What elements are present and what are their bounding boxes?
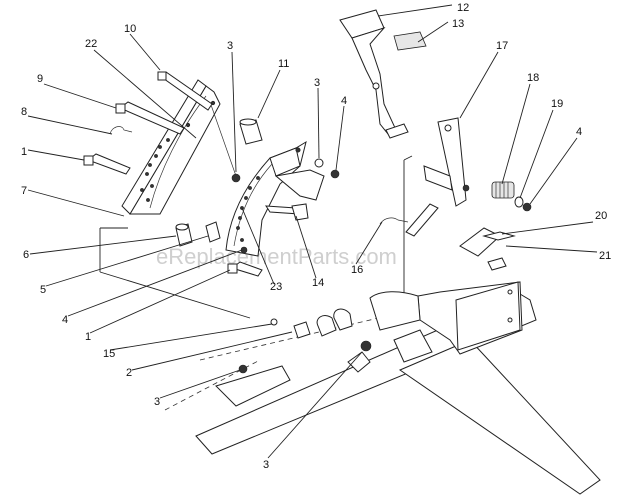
- callout-4: 4: [62, 314, 68, 326]
- callout-11: 11: [278, 58, 289, 70]
- bolts: [83, 71, 263, 277]
- callout-13: 13: [452, 18, 464, 30]
- callout-1: 1: [21, 146, 27, 158]
- callout-14: 14: [312, 277, 324, 289]
- callout-7: 7: [21, 185, 27, 197]
- spacer-6: [175, 223, 193, 247]
- callout-2: 2: [126, 367, 132, 379]
- callout-10: 10: [124, 23, 136, 35]
- callout-17: 17: [496, 40, 508, 52]
- callout-18: 18: [527, 72, 539, 84]
- callout-3: 3: [314, 77, 320, 89]
- callout-labels: 12 13 10 22 3 17 11 9 18 3 4 19 8 4 1 7 …: [21, 2, 611, 471]
- callout-19: 19: [551, 98, 563, 110]
- watermark-text: eReplacementParts.com: [156, 244, 397, 269]
- callout-21: 21: [599, 250, 611, 262]
- callout-1: 1: [85, 331, 91, 343]
- leader-lines: [27, 4, 598, 459]
- center-quadrant-plate: [225, 140, 325, 257]
- bushing-5: [205, 221, 221, 243]
- spring-18: [491, 181, 515, 199]
- callout-22: 22: [85, 38, 97, 50]
- callout-15: 15: [103, 348, 115, 360]
- callout-4: 4: [341, 95, 347, 107]
- main-shaft-assembly: [195, 281, 601, 495]
- link-16: [379, 203, 439, 237]
- callout-4: 4: [576, 126, 582, 138]
- callout-8: 8: [21, 106, 27, 118]
- pedal-arm: [339, 9, 427, 139]
- spacer-11: [239, 118, 263, 145]
- cotter-pin-8: [109, 126, 133, 135]
- callout-3: 3: [263, 459, 269, 471]
- bracket-20: [459, 227, 516, 271]
- callout-20: 20: [595, 210, 607, 222]
- callout-3: 3: [154, 396, 160, 408]
- washer-19: [514, 196, 524, 208]
- lever-17: [423, 117, 470, 207]
- callout-16: 16: [351, 264, 363, 276]
- callout-12: 12: [457, 2, 469, 14]
- nuts: [231, 158, 532, 374]
- callout-23: 23: [270, 281, 282, 293]
- pivot-pin-14: [265, 203, 309, 221]
- left-quadrant-plate: [121, 79, 237, 215]
- callout-5: 5: [40, 284, 46, 296]
- callout-9: 9: [37, 73, 43, 85]
- callout-3: 3: [227, 40, 233, 52]
- callout-6: 6: [23, 249, 29, 261]
